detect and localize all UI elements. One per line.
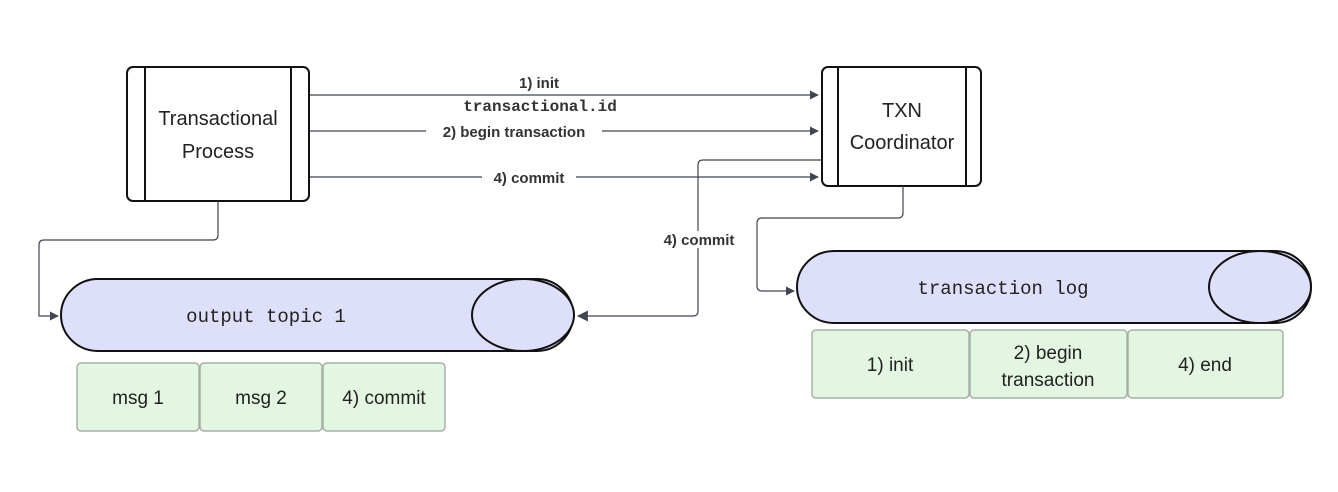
edge-process-to-output-topic xyxy=(38,201,219,321)
log-entry-label: 4) end xyxy=(1178,355,1232,376)
output-message-label: 4) commit xyxy=(342,388,426,409)
edge-begin-label: 2) begin transaction xyxy=(443,124,586,141)
log-entry-label-line1: 2) begin xyxy=(1014,343,1083,364)
output-message-cell: msg 2 xyxy=(199,362,323,432)
process-label-line2: Process xyxy=(182,141,254,163)
output-message-cell: msg 1 xyxy=(76,362,200,432)
edge-coordinator-to-transaction-log xyxy=(756,186,904,296)
process-label-line1: Transactional xyxy=(158,108,277,130)
output-topic-node: output topic 1 xyxy=(60,278,575,352)
log-entry-cell: 2) begin transaction xyxy=(969,329,1128,399)
coordinator-label-line2: Coordinator xyxy=(850,132,955,154)
transactional-process-node: Transactional Process xyxy=(126,66,310,202)
log-entry-cell: 1) init xyxy=(811,329,970,399)
edge-commit-top-label: 4) commit xyxy=(494,170,565,187)
edge-init-label-line1: 1) init xyxy=(519,75,559,92)
txn-coordinator-node: TXN Coordinator xyxy=(821,66,982,187)
log-entry-label-line2: transaction xyxy=(1002,370,1095,391)
log-entry-label: 1) init xyxy=(867,355,914,376)
coordinator-label-line1: TXN xyxy=(882,100,922,122)
output-message-label: msg 1 xyxy=(112,388,164,409)
transaction-log-node: transaction log xyxy=(796,250,1312,324)
output-message-label: msg 2 xyxy=(235,388,287,409)
edge-init-label-line2: transactional.id xyxy=(463,98,617,116)
log-entry-cell: 4) end xyxy=(1127,329,1284,399)
output-topic-label: output topic 1 xyxy=(186,306,346,328)
transaction-log-label: transaction log xyxy=(917,278,1088,300)
output-message-cell: 4) commit xyxy=(322,362,446,432)
edge-commit-down-label: 4) commit xyxy=(664,232,735,249)
